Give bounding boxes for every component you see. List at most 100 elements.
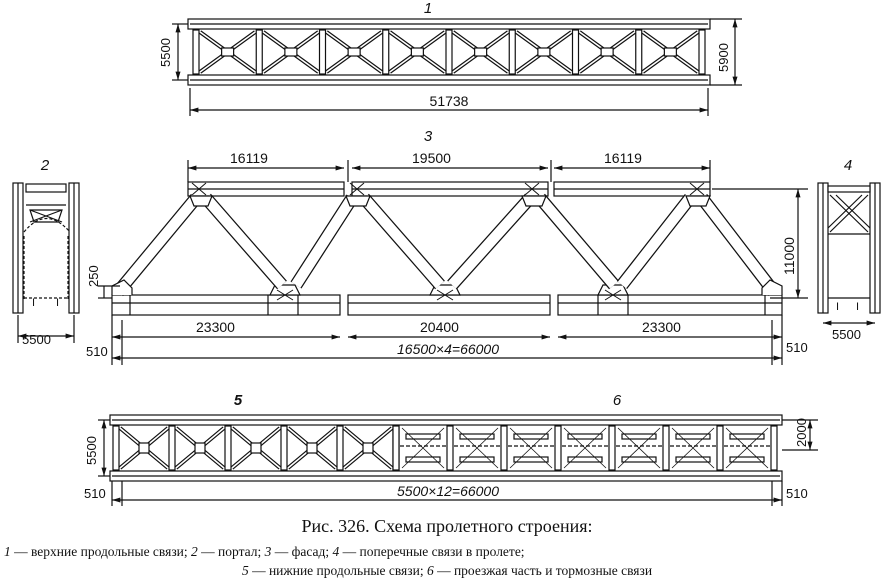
- dim-facade-height: 11000: [781, 237, 797, 275]
- bottom-post: [112, 425, 120, 471]
- top-gusset: [284, 47, 298, 57]
- top-post: [635, 29, 643, 75]
- dim-top-outer: 5900: [716, 43, 731, 72]
- deck-brace: [671, 427, 715, 469]
- deck-brace: [617, 427, 661, 469]
- deck-floorbeam: [500, 425, 508, 471]
- legend-number: 6: [426, 563, 434, 578]
- figure-legend-line-1: 1 — верхние продольные связи; 2 — портал…: [0, 544, 894, 560]
- bottom-gusset: [138, 442, 150, 454]
- bottom-post: [280, 425, 288, 471]
- facade-view: 3: [86, 128, 808, 365]
- deck-brace: [725, 427, 769, 469]
- deck-brace: [509, 427, 553, 469]
- bottom-post: [336, 425, 344, 471]
- bottom-gusset: [362, 442, 374, 454]
- view-label-5: 5: [234, 392, 243, 409]
- dim-portal-width: 5500: [22, 332, 51, 347]
- dim-bottom-width: 5500: [84, 436, 99, 465]
- dim-bottom-total: 5500×12=66000: [397, 483, 499, 499]
- dim-top-inner: 5500: [158, 38, 173, 67]
- bottom-gusset: [250, 442, 262, 454]
- deck-stringer: [459, 456, 495, 463]
- dim-facade-top-left: 16119: [230, 150, 268, 166]
- dim-cross-width: 5500: [832, 327, 861, 342]
- top-post: [571, 29, 580, 75]
- deck-floorbeam: [554, 425, 562, 471]
- dim-facade-bot-mid: 20400: [420, 319, 459, 335]
- deck-stringer: [513, 456, 549, 463]
- top-post: [382, 29, 390, 75]
- view-label-4: 4: [844, 157, 852, 174]
- top-gusset: [221, 47, 235, 57]
- top-node-plate: [189, 195, 213, 207]
- bottom-bracing-view: 5 6 5500 2000 5500×12=66000 510 510: [84, 392, 818, 506]
- figure-legend-line-2: 5 — нижние продольные связи; 6 — проезжа…: [0, 563, 894, 579]
- deck-stringer: [567, 456, 603, 463]
- deck-stringer: [675, 456, 711, 463]
- top-gusset: [537, 47, 551, 57]
- dim-facade-bot-right: 23300: [642, 319, 681, 335]
- dim-bottom-end-right: 510: [786, 486, 808, 501]
- svg-text:I: I: [32, 297, 35, 309]
- deck-stringer: [405, 456, 441, 463]
- deck-stringer: [405, 433, 441, 440]
- legend-number: 1: [4, 544, 11, 559]
- top-gusset: [663, 47, 677, 57]
- dim-facade-total: 16500×4=66000: [397, 341, 499, 357]
- dim-facade-offset: 250: [86, 265, 101, 287]
- top-gusset: [410, 47, 424, 57]
- deck-brace: [563, 427, 607, 469]
- legend-text: — поперечные связи в пролете;: [339, 544, 525, 559]
- support-node: [761, 279, 783, 295]
- deck-floorbeam: [716, 425, 724, 471]
- top-post: [255, 29, 263, 75]
- deck-stringer: [567, 433, 603, 440]
- legend-text: — нижние продольные связи;: [248, 563, 427, 578]
- dim-facade-end-right: 510: [786, 340, 808, 355]
- bottom-gusset: [194, 442, 206, 454]
- top-post: [508, 29, 516, 75]
- dim-facade-top-mid: 19500: [412, 150, 451, 166]
- view-label-6: 6: [613, 392, 622, 409]
- deck-floorbeam: [770, 425, 778, 471]
- legend-number: 4: [332, 544, 340, 559]
- dim-top-length: 51738: [430, 93, 469, 109]
- dim-facade-top-right: 16119: [604, 150, 642, 166]
- top-post: [192, 29, 200, 75]
- view-label-3: 3: [424, 128, 433, 145]
- view-label-2: 2: [40, 157, 50, 174]
- top-bracing-view: 1 5500 5900 51738: [158, 0, 742, 116]
- top-node-plate: [345, 195, 371, 207]
- dim-facade-end-left: 510: [86, 344, 108, 359]
- legend-text: — фасад;: [271, 544, 333, 559]
- deck-floorbeam: [608, 425, 616, 471]
- deck-stringer: [621, 456, 657, 463]
- legend-number: 3: [264, 544, 272, 559]
- bottom-gusset: [306, 442, 318, 454]
- support-node: [111, 279, 133, 295]
- svg-text:I: I: [856, 301, 859, 313]
- deck-stringer: [729, 433, 765, 440]
- svg-text:I: I: [56, 297, 59, 309]
- top-post: [698, 29, 706, 75]
- deck-stringer: [513, 433, 549, 440]
- deck-brace: [401, 427, 445, 469]
- legend-text: — портал;: [197, 544, 265, 559]
- bottom-post: [168, 425, 176, 471]
- top-node-plate: [685, 195, 711, 207]
- legend-number: 5: [241, 563, 249, 578]
- legend-text: — проезжая часть и тормозные связи: [433, 563, 653, 578]
- view-label-1: 1: [424, 0, 432, 17]
- legend-text: — верхние продольные связи;: [10, 544, 192, 559]
- top-gusset: [600, 47, 614, 57]
- deck-stringer: [459, 433, 495, 440]
- portal-view: 2 I I 5500: [12, 157, 80, 347]
- deck-floorbeam: [392, 425, 400, 471]
- deck-stringer: [729, 456, 765, 463]
- deck-floorbeam: [446, 425, 454, 471]
- top-gusset: [347, 47, 361, 57]
- dim-bottom-end-left: 510: [84, 486, 106, 501]
- svg-text:I: I: [836, 301, 839, 313]
- top-node-plate: [521, 195, 547, 207]
